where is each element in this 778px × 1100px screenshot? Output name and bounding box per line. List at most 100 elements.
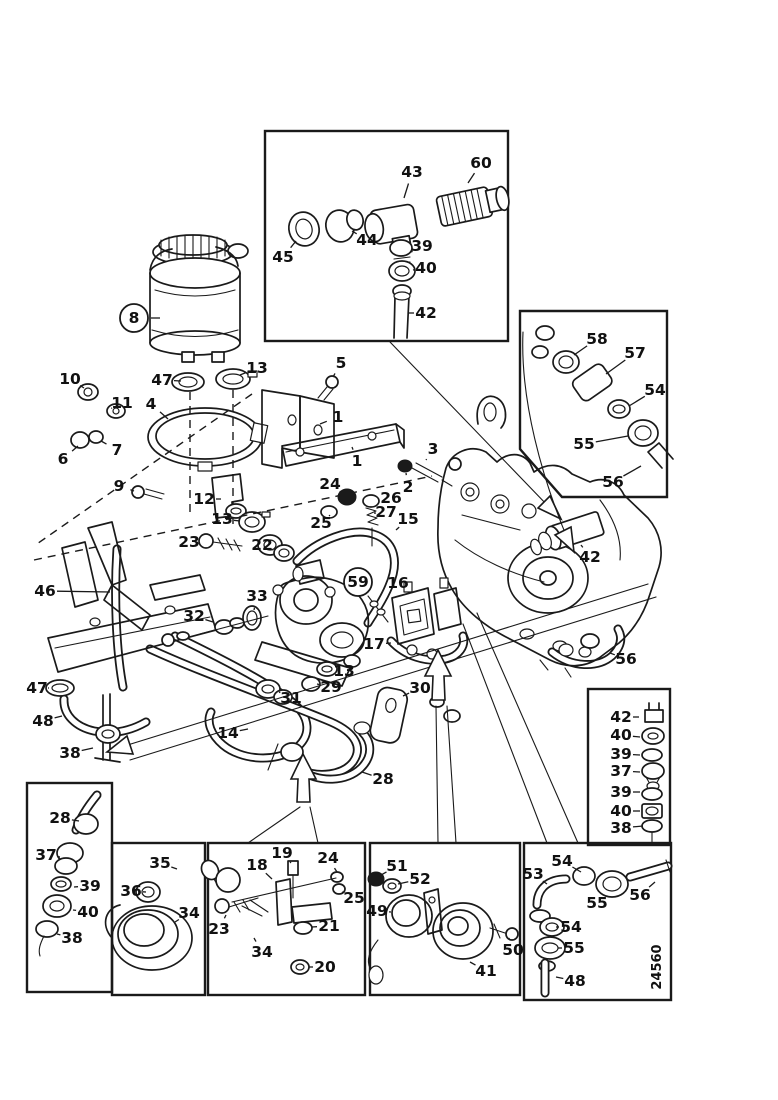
leader-line: [380, 871, 387, 876]
part-number-text: 21: [318, 917, 340, 935]
part-label-40: 40: [72, 903, 99, 921]
part-label-39: 39: [610, 745, 641, 763]
part-label-6: 6: [58, 445, 79, 468]
inset-box-union-chain: [518, 309, 669, 499]
part-number-text: 39: [610, 783, 632, 801]
up-arrow: [289, 752, 318, 803]
part-label-45: 45: [272, 240, 297, 266]
part-number-text: 41: [475, 962, 497, 980]
part-label-30: 30: [402, 679, 431, 697]
part-number-text: 50: [502, 941, 524, 959]
part-number-text: 31: [280, 689, 302, 707]
part-label-39: 39: [610, 783, 640, 801]
leader-line: [130, 489, 135, 492]
leader-line: [467, 172, 476, 184]
part-number-text: 40: [415, 259, 437, 277]
leader-line: [290, 240, 297, 249]
leader-line: [469, 961, 476, 966]
part-label-38: 38: [56, 929, 83, 947]
leader-line: [71, 819, 80, 822]
leader-line: [609, 652, 616, 656]
part-number-text: 8: [129, 309, 140, 327]
leader-line: [332, 373, 336, 378]
pump-art: [131, 473, 462, 744]
leader-line: [341, 891, 344, 894]
leader-line: [205, 618, 214, 623]
leader-line: [339, 490, 342, 493]
right-column-art: [641, 702, 665, 844]
part-label-58: 58: [573, 330, 608, 356]
inset-box-right-column: [586, 687, 672, 847]
right-inset-art: [531, 325, 674, 469]
part-number-text: 30: [409, 679, 431, 697]
leader-line: [542, 880, 548, 885]
part-label-13: 13: [239, 359, 268, 377]
part-label-37: 37: [610, 762, 641, 780]
leader-line: [253, 607, 256, 611]
leader-line: [233, 519, 241, 522]
part-label-51: 51: [380, 857, 408, 876]
leader-line: [648, 881, 656, 888]
part-number-text: 49: [366, 902, 388, 920]
part-number-text: 44: [356, 231, 378, 249]
top-inset-art: [288, 185, 510, 339]
part-label-20: 20: [309, 958, 336, 976]
part-label-24: 24: [319, 475, 342, 493]
part-number-text: 38: [610, 819, 632, 837]
part-number-text: 10: [59, 370, 81, 388]
part-number-text: 1: [352, 452, 363, 470]
part-number-text: 2: [403, 478, 414, 496]
part-number-text: 53: [522, 865, 544, 883]
leader-line: [606, 895, 609, 898]
leader-line: [395, 526, 400, 531]
part-number-text: 47: [151, 371, 173, 389]
part-number-text: 48: [564, 972, 586, 990]
part-label-5: 5: [332, 354, 346, 378]
part-label-23: 23: [208, 914, 230, 938]
part-number-text: 40: [610, 726, 632, 744]
part-label-43: 43: [401, 163, 423, 199]
part-number-text: 56: [602, 473, 624, 491]
part-number-text: 32: [183, 607, 205, 625]
part-number-text: 13: [333, 662, 355, 680]
leader-line: [171, 866, 178, 870]
part-number-text: 42: [610, 708, 632, 726]
part-number-text: 39: [610, 745, 632, 763]
part-number-text: 42: [415, 304, 437, 322]
leader-line: [573, 345, 588, 356]
leader-line: [56, 590, 111, 593]
part-number-text: 38: [61, 929, 83, 947]
part-number-text: 54: [551, 852, 573, 870]
part-number-text: 24: [317, 849, 339, 867]
leader-line: [223, 914, 227, 919]
part-label-29: 29: [316, 678, 342, 696]
pointers-art: [33, 331, 657, 844]
part-number-text: 4: [146, 395, 157, 413]
leader-line: [100, 440, 107, 445]
pointer-arrowhead: [553, 525, 576, 555]
part-number-text: 54: [644, 381, 666, 399]
box-e-art: [529, 859, 670, 993]
part-label-22: 22: [251, 536, 274, 554]
leader-line: [316, 683, 320, 686]
part-number-text: 27: [375, 503, 397, 521]
part-label-28: 28: [49, 809, 80, 827]
part-label-48: 48: [32, 712, 63, 730]
leader-line: [270, 548, 274, 551]
leader-line: [56, 933, 61, 936]
part-label-13: 13: [211, 510, 241, 528]
part-label-53: 53: [522, 865, 548, 885]
leader-line: [174, 918, 180, 923]
part-label-25: 25: [341, 889, 365, 907]
part-label-14: 14: [217, 724, 249, 742]
part-number-text: 54: [560, 918, 582, 936]
part-number-text: 23: [178, 533, 200, 551]
part-label-15: 15: [395, 510, 419, 531]
label-circle: [343, 567, 373, 597]
part-label-55: 55: [573, 435, 629, 453]
part-number-text: 55: [586, 894, 608, 912]
part-label-55: 55: [558, 939, 585, 957]
leader-line: [253, 937, 257, 942]
inset-box-bottom-b: [110, 841, 207, 997]
part-label-48: 48: [555, 972, 586, 990]
